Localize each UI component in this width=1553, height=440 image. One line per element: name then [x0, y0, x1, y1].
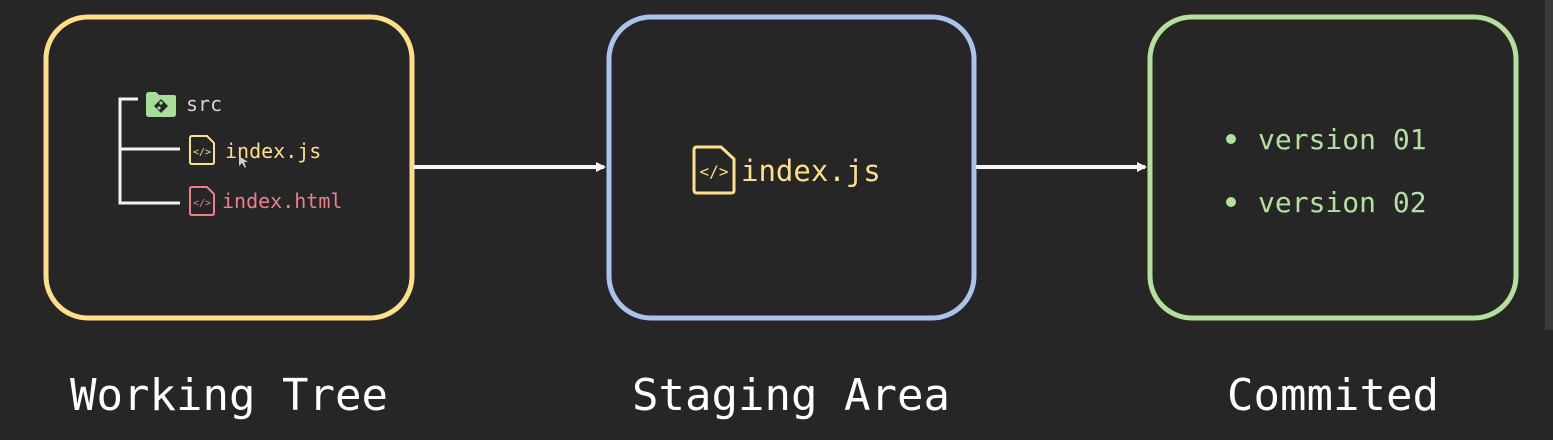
version-item[interactable]: version 02 [1258, 186, 1427, 219]
svg-text:</>: </> [700, 162, 729, 181]
staging-area-box [606, 14, 977, 321]
mouse-cursor-icon [239, 156, 248, 168]
committed-box [1147, 14, 1519, 321]
version-bullet [1226, 134, 1236, 144]
working-file-html[interactable]: index.html [222, 189, 342, 213]
working-tree-label: Working Tree [70, 370, 388, 421]
svg-text:</>: </> [193, 198, 211, 209]
svg-text:</>: </> [193, 147, 211, 158]
js-file-icon: </> [189, 135, 215, 165]
scroll-edge [1545, 0, 1553, 330]
tree-connectors [118, 97, 180, 205]
folder-name: src [186, 92, 222, 116]
staged-file[interactable]: index.js [741, 154, 881, 188]
git-folder-icon [146, 92, 176, 117]
html-file-icon: </> [189, 186, 215, 216]
version-item[interactable]: version 01 [1258, 123, 1427, 156]
working-tree-box [43, 14, 415, 321]
staged-file-icon: </> [692, 145, 736, 195]
committed-label: Commited [1227, 370, 1439, 421]
staging-area-label: Staging Area [632, 370, 950, 421]
version-bullet [1226, 197, 1236, 207]
